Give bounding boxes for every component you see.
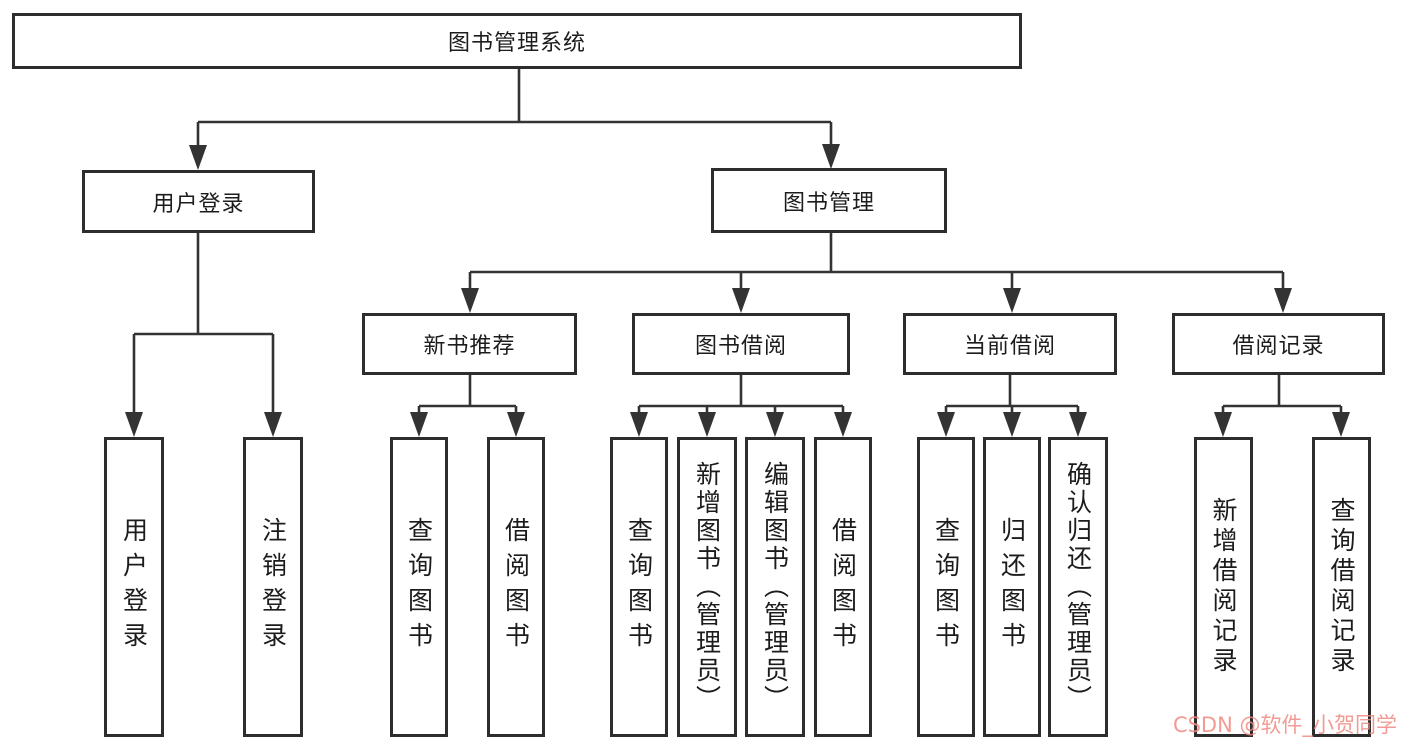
node-current-borrow: 当前借阅	[903, 313, 1117, 375]
node-add-books-admin: 新增图书（管理员）	[677, 437, 737, 737]
node-query-books-borrow: 查询图书	[610, 437, 668, 737]
node-logout-label: 注销登录	[258, 517, 288, 657]
node-borrow-books-leaf-label: 借阅图书	[828, 517, 858, 657]
node-user-login: 用户登录	[82, 170, 315, 233]
node-new-book-recommend-label: 新书推荐	[423, 334, 516, 359]
node-edit-books-admin-label: 编辑图书（管理员）	[760, 461, 790, 713]
node-borrow-records-label: 借阅记录	[1232, 334, 1325, 359]
node-add-books-admin-label: 新增图书（管理员）	[692, 461, 722, 713]
node-query-books-borrow-label: 查询图书	[624, 517, 654, 657]
node-book-management: 图书管理	[711, 168, 947, 233]
node-query-books-current: 查询图书	[917, 437, 975, 737]
node-borrow-books-recommend: 借阅图书	[487, 437, 545, 737]
node-query-books-recommend-label: 查询图书	[404, 517, 434, 657]
arrowheads	[125, 144, 1350, 437]
node-borrow-books-recommend-label: 借阅图书	[501, 517, 531, 657]
node-book-management-label: 图书管理	[782, 190, 875, 216]
node-return-books-label: 归还图书	[997, 517, 1027, 657]
node-query-borrow-record: 查询借阅记录	[1312, 437, 1371, 737]
node-user-login-label: 用户登录	[152, 191, 245, 217]
node-user-login-leaf-label: 用户登录	[119, 517, 149, 657]
node-new-book-recommend: 新书推荐	[362, 313, 577, 375]
node-current-borrow-label: 当前借阅	[963, 334, 1056, 359]
node-confirm-return-admin: 确认归还（管理员）	[1048, 437, 1108, 737]
node-add-borrow-record-label: 新增借阅记录	[1209, 497, 1238, 677]
node-borrow-records: 借阅记录	[1172, 313, 1385, 375]
node-library-system-label: 图书管理系统	[447, 31, 586, 56]
node-edit-books-admin: 编辑图书（管理员）	[745, 437, 805, 737]
node-query-books-recommend: 查询图书	[390, 437, 448, 737]
node-user-login-leaf: 用户登录	[104, 437, 164, 737]
node-query-borrow-record-label: 查询借阅记录	[1327, 497, 1356, 677]
csdn-watermark: CSDN @软件_小贺同学	[1172, 713, 1397, 737]
node-confirm-return-admin-label: 确认归还（管理员）	[1063, 461, 1093, 713]
node-borrow-books-leaf: 借阅图书	[814, 437, 872, 737]
node-logout: 注销登录	[243, 437, 303, 737]
node-book-borrow: 图书借阅	[632, 313, 850, 375]
node-add-borrow-record: 新增借阅记录	[1194, 437, 1253, 737]
node-return-books: 归还图书	[983, 437, 1041, 737]
node-book-borrow-label: 图书借阅	[694, 334, 787, 359]
node-library-system: 图书管理系统	[12, 13, 1022, 69]
node-query-books-current-label: 查询图书	[931, 517, 961, 657]
